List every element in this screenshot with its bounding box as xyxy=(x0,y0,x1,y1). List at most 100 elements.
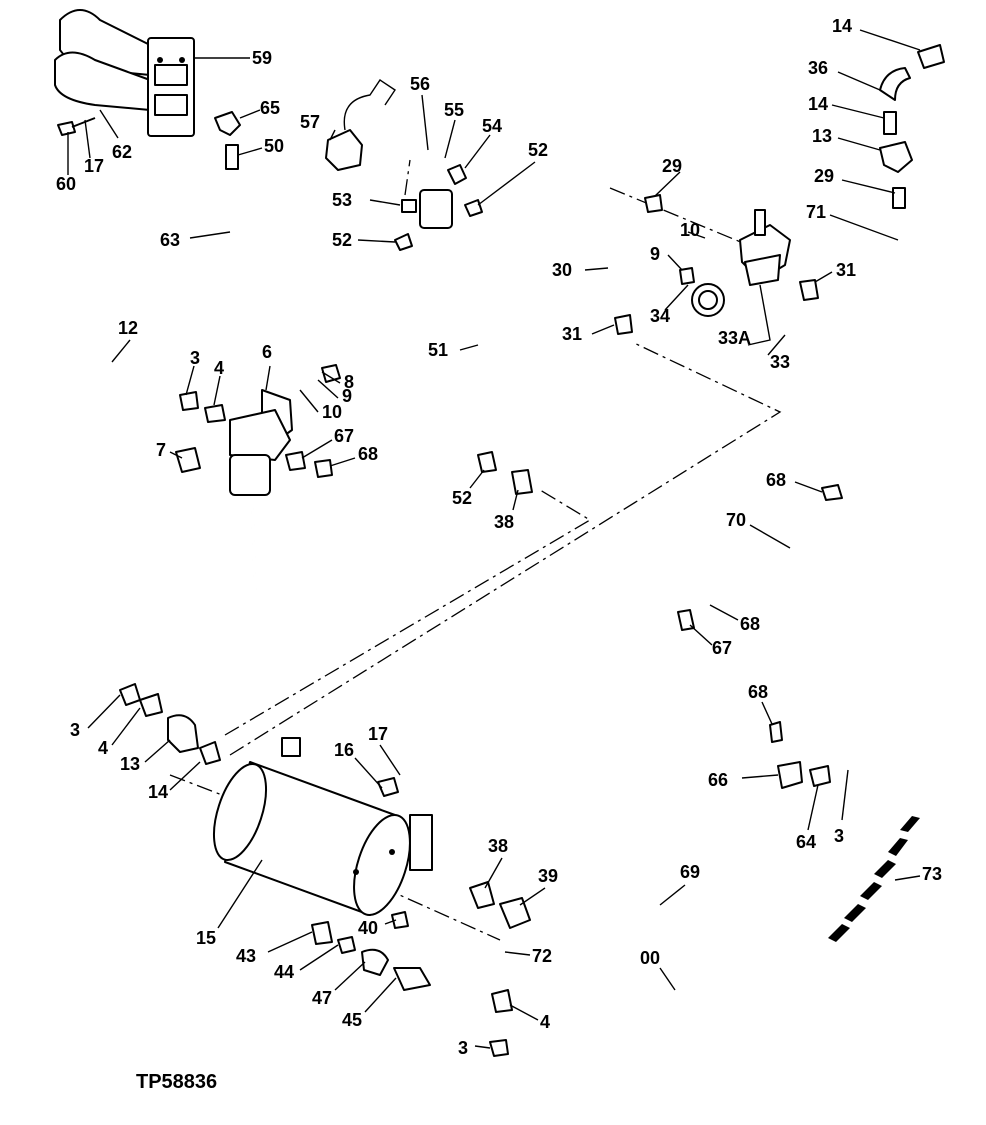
callout-66: 66 xyxy=(708,770,728,790)
callout-52: 52 xyxy=(332,230,352,250)
fitting-14c-icon xyxy=(199,741,221,765)
fitting-68a-icon xyxy=(314,459,333,478)
callout-57: 57 xyxy=(300,112,320,132)
callout-34: 34 xyxy=(650,306,670,326)
valve-39-icon xyxy=(499,897,531,929)
callout-68: 68 xyxy=(766,470,786,490)
callout-54: 54 xyxy=(482,116,502,136)
callout-38: 38 xyxy=(488,836,508,856)
elbow-36-icon xyxy=(879,67,911,101)
fitting-38b-icon xyxy=(469,881,495,909)
fitting-38a-icon xyxy=(511,469,533,495)
callout-29: 29 xyxy=(662,156,682,176)
fitting-3c-icon xyxy=(119,683,141,706)
callout-8: 8 xyxy=(344,372,354,392)
fitting-13b-icon xyxy=(167,714,199,753)
fitting-44-icon xyxy=(337,936,356,954)
figure-id: TP58836 xyxy=(136,1071,217,1093)
fitting-29a-icon xyxy=(644,194,663,213)
callout-9: 9 xyxy=(650,244,660,264)
callout-45: 45 xyxy=(342,1010,362,1030)
callout-10: 10 xyxy=(680,220,700,240)
callout-44: 44 xyxy=(274,962,294,982)
callout-73: 73 xyxy=(922,864,942,884)
fitting-52b-icon xyxy=(394,233,413,251)
callout-14: 14 xyxy=(808,94,828,114)
fitting-14b-icon xyxy=(883,111,897,135)
callout-40: 40 xyxy=(358,918,378,938)
callout-29: 29 xyxy=(814,166,834,186)
fitting-52a-icon xyxy=(464,199,483,217)
callout-13: 13 xyxy=(120,754,140,774)
fitting-47-icon xyxy=(361,948,389,976)
water-separator-6-icon xyxy=(229,389,293,496)
callout-65: 65 xyxy=(260,98,280,118)
callout-30: 30 xyxy=(552,260,572,280)
fitting-4b-icon xyxy=(139,693,163,717)
callout-6: 6 xyxy=(262,342,272,362)
air-horn-icon xyxy=(54,9,195,137)
valve-45-icon xyxy=(393,967,431,991)
callout-68: 68 xyxy=(740,614,760,634)
fitting-13a-icon xyxy=(879,141,913,173)
fitting-29b-icon xyxy=(892,187,906,209)
hoses xyxy=(6,176,942,1089)
callout-4: 4 xyxy=(98,738,108,758)
callout-71: 71 xyxy=(806,202,826,222)
fitting-53-icon xyxy=(401,199,417,213)
callout-52: 52 xyxy=(528,140,548,160)
fitting-16-icon xyxy=(377,777,399,797)
fitting-31a-icon xyxy=(614,314,633,335)
callout-4: 4 xyxy=(214,358,224,378)
callout-9: 9 xyxy=(342,386,352,406)
callout-70: 70 xyxy=(726,510,746,530)
callout-14: 14 xyxy=(148,782,168,802)
callout-17: 17 xyxy=(368,724,388,744)
valve-66-icon xyxy=(777,761,803,789)
fitting-4a-icon xyxy=(204,404,226,423)
callout-12: 12 xyxy=(118,318,138,338)
nut-8-icon xyxy=(321,364,341,383)
callout-16: 16 xyxy=(334,740,354,760)
fitting-3d-icon xyxy=(489,1039,509,1057)
callout-64: 64 xyxy=(796,832,816,852)
fitting-52c-icon xyxy=(477,451,497,473)
callout-33A: 33A xyxy=(718,328,751,348)
fitting-67a-icon xyxy=(285,451,306,471)
callout-36: 36 xyxy=(808,58,828,78)
fitting-68d-icon xyxy=(769,721,783,743)
callout-47: 47 xyxy=(312,988,332,1008)
fitting-40-icon xyxy=(391,911,409,929)
callout-59: 59 xyxy=(252,48,272,68)
air-tank-15-icon xyxy=(212,737,433,917)
bolt-60-icon xyxy=(57,117,96,136)
callout-53: 53 xyxy=(332,190,352,210)
callout-38: 38 xyxy=(494,512,514,532)
callout-17: 17 xyxy=(84,156,104,176)
callout-33: 33 xyxy=(770,352,790,372)
fitting-3a-icon xyxy=(179,391,199,411)
callout-56: 56 xyxy=(410,74,430,94)
callout-52: 52 xyxy=(452,488,472,508)
governor-53-icon xyxy=(419,189,453,229)
callout-55: 55 xyxy=(444,100,464,120)
callout-7: 7 xyxy=(156,440,166,460)
bolt-34-icon xyxy=(679,267,695,285)
callout-50: 50 xyxy=(264,136,284,156)
callout-67: 67 xyxy=(712,638,732,658)
callout-labels: 59 65 50 62 17 60 63 57 56 55 54 52 53 5… xyxy=(56,16,942,1093)
callout-69: 69 xyxy=(680,862,700,882)
callout-4: 4 xyxy=(540,1012,550,1032)
fitting-50-icon xyxy=(225,144,239,170)
callout-14: 14 xyxy=(832,16,852,36)
callout-10: 10 xyxy=(322,402,342,422)
fitting-64-icon xyxy=(809,765,831,787)
valve-57-icon xyxy=(325,129,363,171)
fitting-14a-icon xyxy=(917,44,945,69)
callout-62: 62 xyxy=(112,142,132,162)
bolt-7-icon xyxy=(175,447,201,473)
air-dryer-33-icon xyxy=(691,209,791,317)
fitting-31b-icon xyxy=(799,279,819,301)
callout-3: 3 xyxy=(458,1038,468,1058)
